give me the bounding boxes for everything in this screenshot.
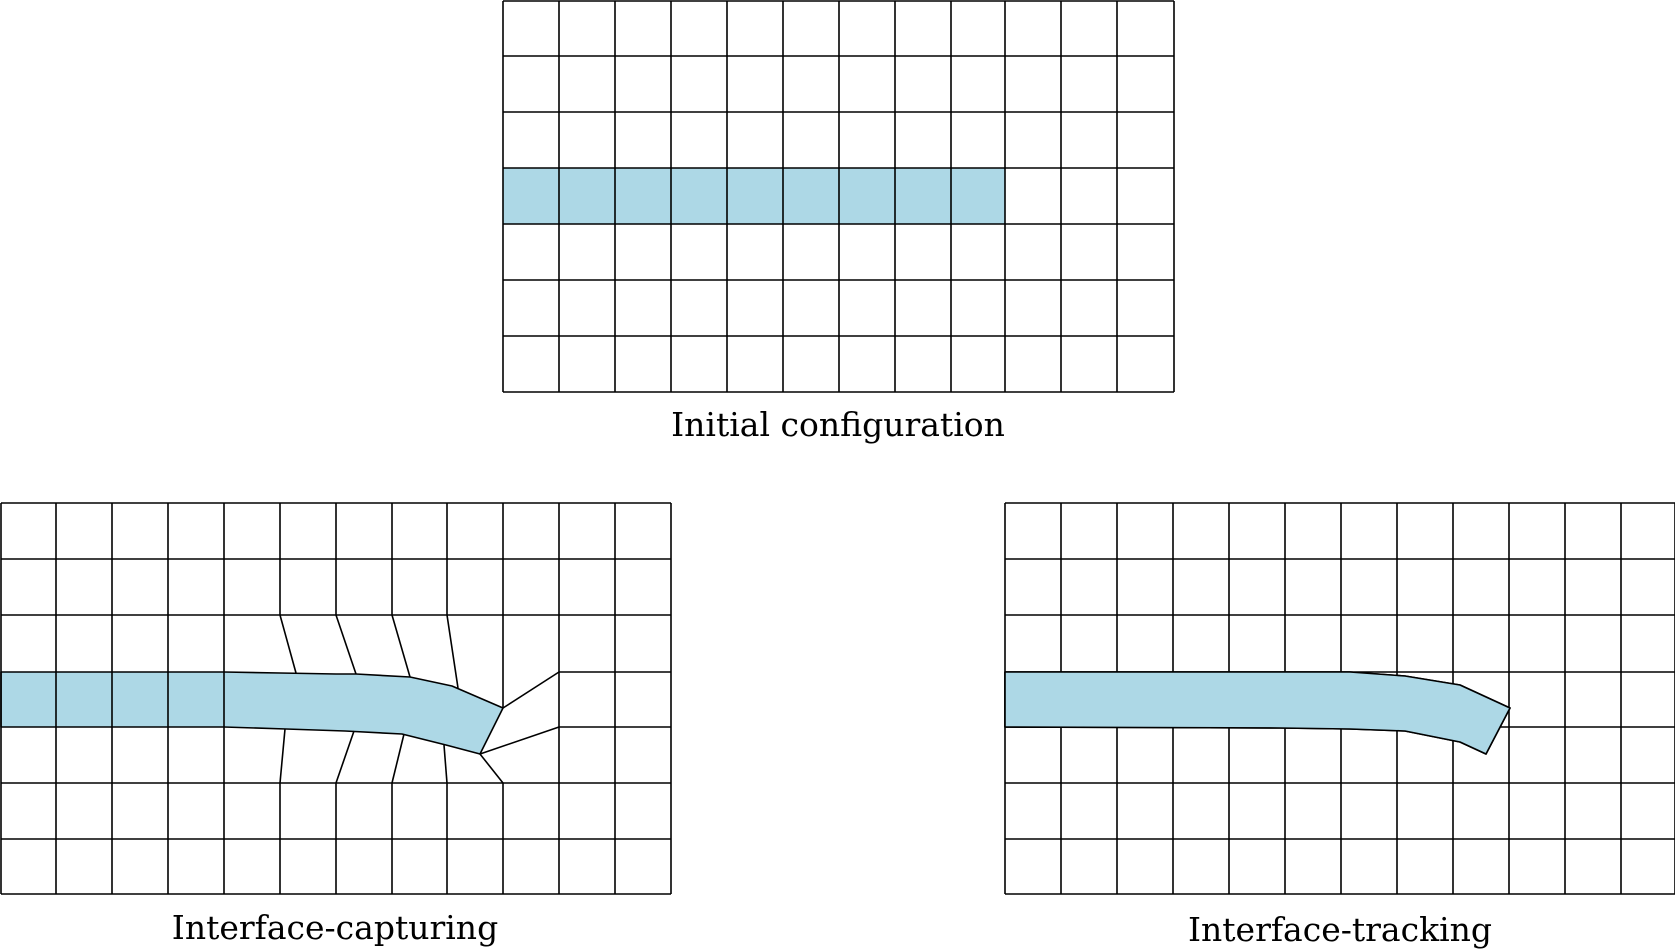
- initial-fluid-strip: [503, 168, 1005, 224]
- tracking-fluid-strip-overlay: [1004, 671, 1511, 755]
- initial-grid: [502, 0, 1175, 393]
- interface-tracking-panel: [1004, 502, 1675, 895]
- caption-interface-tracking: Interface-tracking: [1187, 910, 1493, 949]
- capturing-fluid-strip: [0, 671, 504, 755]
- interface-capturing-panel: [0, 502, 672, 895]
- initial-configuration-panel: [502, 0, 1175, 393]
- caption-initial-configuration: Initial configuration: [671, 405, 1005, 444]
- capturing-grid: [0, 502, 672, 895]
- caption-interface-capturing: Interface-capturing: [171, 908, 499, 947]
